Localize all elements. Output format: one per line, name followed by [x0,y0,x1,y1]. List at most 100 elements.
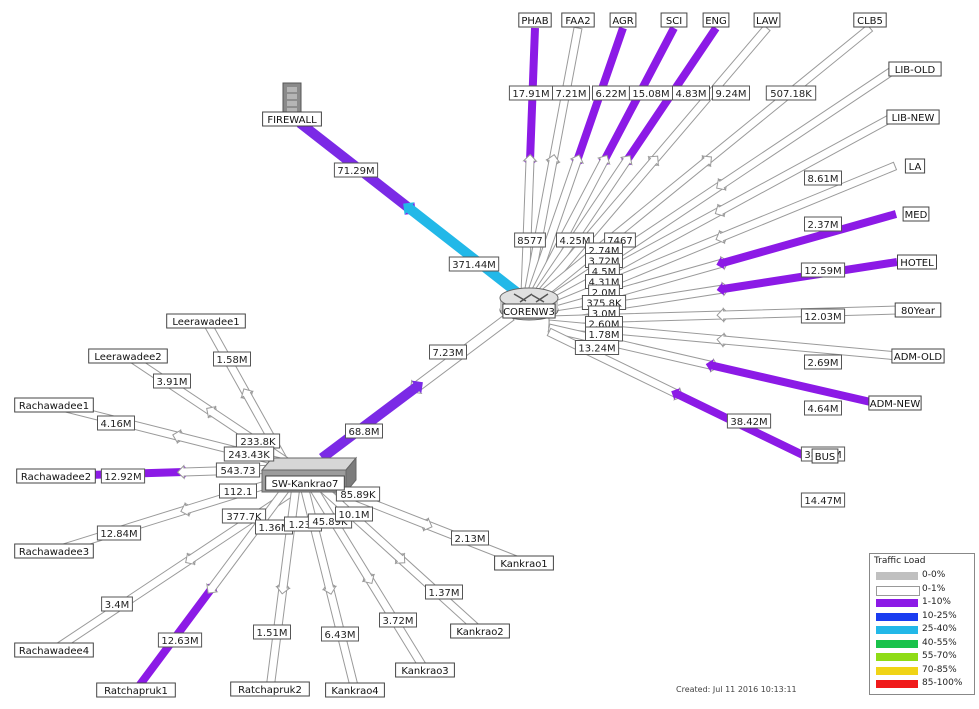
legend-label: 10-25% [922,610,957,621]
bw-left-rachawadee1: 4.16M [97,415,135,431]
bw-top-phab: 17.91M [508,85,554,101]
bw-right-80year: 2.69M [804,354,842,370]
node-clb5[interactable]: CLB5 [853,12,887,28]
svg-text:Leerawadee1: Leerawadee1 [172,317,239,328]
node-bus[interactable]: BUS [811,448,839,464]
node-kankrao1[interactable]: Kankrao1 [494,555,554,571]
svg-text:12.92M: 12.92M [104,472,141,483]
node-ratchapruk1[interactable]: Ratchapruk1 [96,682,176,698]
svg-text:7.23M: 7.23M [433,348,464,359]
legend-item: 10-25% [876,611,972,623]
svg-text:1.51M: 1.51M [257,628,288,639]
legend-item: 1-10% [876,597,972,609]
svg-text:Kankrao2: Kankrao2 [456,627,503,638]
svg-text:17.91M: 17.91M [512,89,549,100]
svg-text:SCI: SCI [666,16,682,27]
svg-text:AGR: AGR [612,16,633,27]
svg-text:3.72M: 3.72M [589,257,620,268]
node-faa2[interactable]: FAA2 [561,12,595,28]
node-kankrao2[interactable]: Kankrao2 [450,623,510,639]
svg-text:2.13M: 2.13M [455,534,486,545]
bw-core-near-8: 1.78M [585,326,623,342]
svg-text:13.24M: 13.24M [578,344,615,355]
svg-text:SW-Kankrao7: SW-Kankrao7 [272,479,339,490]
legend-label: 85-100% [922,678,963,688]
node-hotel[interactable]: HOTEL [897,254,937,270]
svg-text:1.78M: 1.78M [589,330,620,341]
svg-text:2.69M: 2.69M [808,358,839,369]
bw-left-leerawadee1: 1.58M [213,351,251,367]
node-eng[interactable]: ENG [702,12,730,28]
node-firewall[interactable]: FIREWALL [262,111,322,127]
legend-item: 40-55% [876,638,972,650]
svg-text:10.1M: 10.1M [339,510,370,521]
svg-text:MED: MED [905,210,928,221]
node-adm-old[interactable]: ADM-OLD [891,348,945,364]
link-label-firewall-core: 371.44M [448,256,500,272]
node-kankrao4[interactable]: Kankrao4 [325,682,385,698]
node-80year[interactable]: 80Year [894,302,942,318]
svg-text:543.73: 543.73 [221,466,256,477]
bw-left-kankrao2: 1.37M [425,584,463,600]
svg-text:80Year: 80Year [901,306,936,317]
svg-text:3.72M: 3.72M [383,616,414,627]
bw-switch-near-8: 85.89K [335,486,381,502]
svg-text:Rachawadee4: Rachawadee4 [19,646,89,657]
legend-item: 25-40% [876,624,972,636]
node-adm-new[interactable]: ADM-NEW [868,395,922,411]
svg-text:7.21M: 7.21M [556,89,587,100]
svg-text:12.59M: 12.59M [804,266,841,277]
legend-swatch [876,599,918,607]
bw-switch-near-9: 10.1M [335,506,373,522]
svg-text:LAW: LAW [756,16,778,27]
node-leerawadee1[interactable]: Leerawadee1 [166,313,246,329]
svg-text:7467: 7467 [607,236,632,247]
bw-right-bus: 14.47M [800,492,846,508]
node-leerawadee2[interactable]: Leerawadee2 [88,348,168,364]
node-rachawadee2[interactable]: Rachawadee2 [16,468,96,484]
node-med[interactable]: MED [902,206,930,222]
node-lib-old[interactable]: LIB-OLD [888,61,942,77]
bw-top-clb5: 507.18K [765,85,817,101]
svg-text:12.63M: 12.63M [161,636,198,647]
node-distribution-switch[interactable]: SW-Kankrao7 [265,475,345,491]
legend-swatch [876,639,918,648]
node-law[interactable]: LAW [753,12,781,28]
node-rachawadee4[interactable]: Rachawadee4 [14,642,94,658]
svg-text:507.18K: 507.18K [770,89,812,100]
bw-right-hotel: 12.03M [800,308,846,324]
svg-text:LIB-NEW: LIB-NEW [892,113,935,124]
bw-left-leerawadee2: 3.91M [153,373,191,389]
node-rachawadee1[interactable]: Rachawadee1 [14,397,94,413]
node-rachawadee3[interactable]: Rachawadee3 [14,543,94,559]
node-la[interactable]: LA [904,158,926,174]
svg-text:1.23K: 1.23K [289,520,318,531]
node-sci[interactable]: SCI [660,12,688,28]
bw-right-la: 2.37M [804,216,842,232]
bw-bottom-phab: 8577 [514,232,546,248]
legend-swatch [876,612,918,621]
svg-text:ADM-NEW: ADM-NEW [870,399,921,410]
legend-label: 55-70% [922,651,957,661]
svg-text:CORENW3: CORENW3 [503,307,555,318]
svg-text:4.64M: 4.64M [808,404,839,415]
links-layer [51,24,899,693]
node-lib-new[interactable]: LIB-NEW [886,109,940,125]
node-phab[interactable]: PHAB [518,12,552,28]
svg-text:6.43M: 6.43M [325,630,356,641]
node-core-router[interactable]: CORENW3 [502,303,556,319]
link-left-kankrao2[interactable] [316,482,484,635]
bw-switch-near-3: 112.1 [219,483,257,499]
svg-text:371.44M: 371.44M [452,260,496,271]
bw-left-ratchapruk1: 12.63M [157,632,203,648]
legend-label: 40-55% [922,637,957,648]
link-core-switch[interactable] [318,311,515,462]
link-top-eng[interactable] [532,25,720,297]
node-kankrao3[interactable]: Kankrao3 [395,662,455,678]
svg-text:14.47M: 14.47M [804,496,841,507]
svg-text:Ratchapruk2: Ratchapruk2 [238,685,302,696]
bw-right-med: 12.59M [800,262,846,278]
node-ratchapruk2[interactable]: Ratchapruk2 [230,681,310,697]
node-agr[interactable]: AGR [609,12,637,28]
bw-left-rachawadee2: 12.92M [100,468,146,484]
